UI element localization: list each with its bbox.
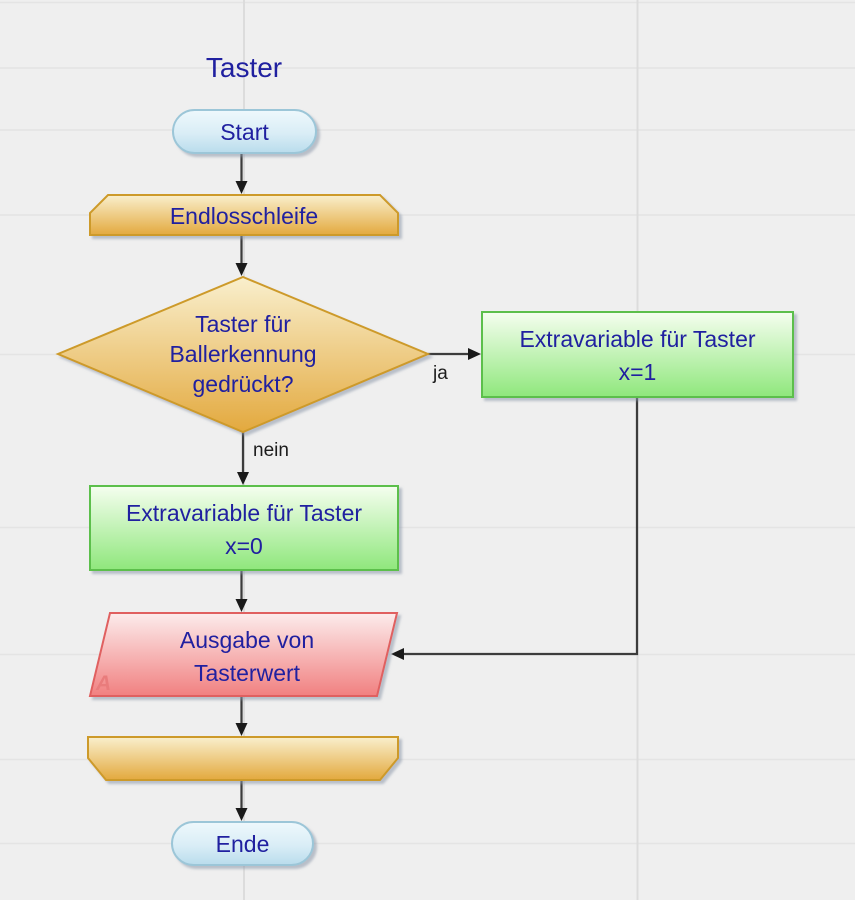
diagram-title: Taster (206, 52, 282, 83)
no-branch-label: nein (253, 440, 289, 461)
node-decision[interactable]: Taster für Ballerkennung gedrückt? (55, 275, 431, 434)
yes-branch-label: ja (432, 363, 448, 384)
node-start-label: Start (220, 119, 269, 145)
decision-line-2: Ballerkennung (169, 341, 316, 367)
decision-line-1: Taster für (195, 311, 291, 337)
process-shape[interactable] (481, 311, 794, 398)
node-loop-end[interactable] (87, 736, 399, 781)
decision-line-3: gedrückt? (192, 371, 293, 397)
node-loop-begin[interactable]: Endlosschleife (89, 194, 399, 236)
node-set-x1[interactable]: Extravariable für Taster x=1 (481, 311, 794, 398)
output-shape[interactable] (88, 612, 399, 697)
set-x0-line-1: Extravariable für Taster (126, 500, 362, 526)
node-start[interactable]: Start (172, 109, 317, 154)
connectors (235, 153, 639, 821)
output-corner-mark: A (95, 672, 111, 695)
connector-x1-to-output (391, 397, 639, 660)
set-x0-line-2: x=0 (225, 533, 263, 559)
terminator-shape[interactable] (172, 109, 317, 154)
terminator-shape[interactable] (171, 821, 314, 866)
set-x1-line-2: x=1 (619, 359, 657, 385)
set-x1-line-1: Extravariable für Taster (519, 326, 755, 352)
process-shape[interactable] (89, 485, 399, 571)
output-line-1: Ausgabe von (180, 627, 314, 653)
node-loop-begin-label: Endlosschleife (170, 203, 318, 229)
output-line-2: Tasterwert (194, 660, 301, 686)
node-end-label: Ende (216, 831, 270, 857)
node-set-x0[interactable]: Extravariable für Taster x=0 (89, 485, 399, 571)
decision-shape[interactable] (55, 275, 431, 434)
loop-end-shape[interactable] (87, 736, 399, 781)
node-output[interactable]: Ausgabe von Tasterwert A (88, 612, 399, 697)
loop-begin-shape[interactable] (89, 194, 399, 236)
node-end[interactable]: Ende (171, 821, 314, 866)
